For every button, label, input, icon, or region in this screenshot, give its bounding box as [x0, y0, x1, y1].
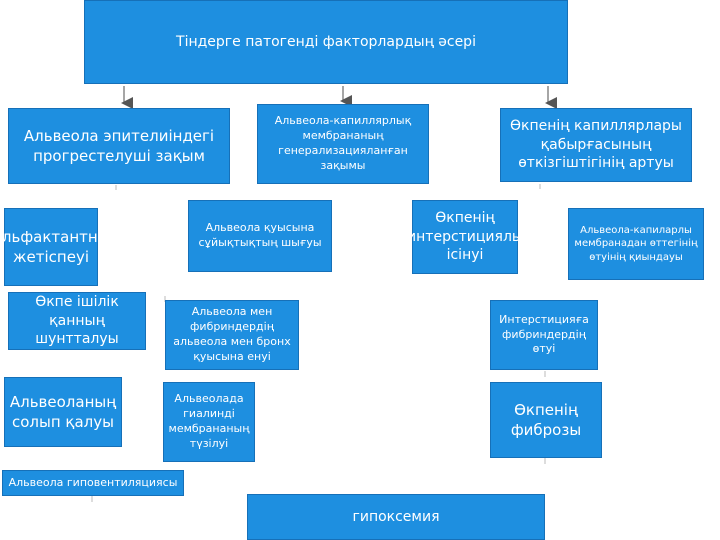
fibrin-enu-box: Альвеола мен фибриндердің альвеола мен б…: [165, 300, 299, 370]
suyyktyk-box: Альвеола қуысына сұйықтықтың шығуы: [188, 200, 332, 272]
title-box: Тіндерге патогенді факторлардың әсері: [84, 0, 568, 84]
alveola-epitel-box: Альвеола эпителиіндегі прогрестелуші зақ…: [8, 108, 230, 184]
fibroz-box: Өкпенің фиброзы: [490, 382, 602, 458]
membrana-zakym-box: Альвеола-капиллярлық мембрананың генерал…: [257, 104, 429, 184]
surfaktant-box: Сульфактантның жетіспеуі: [0, 208, 119, 286]
solyp-box: Альвеоланың солып қалуы: [4, 377, 122, 447]
kapillar-otkizgish-box: Өкпенің капиллярлары қабырғасының өткізг…: [500, 108, 692, 182]
interstic-fibrin-box: Интерстицияға фибриндердің өтуі: [490, 300, 598, 370]
shunt-box: Өкпе ішілік қанның шунтталуы: [8, 292, 146, 350]
page-title: Тіндерге патогенді факторлардың әсері: [176, 33, 476, 50]
gialin-box: Альвеолада гиалинді мембрананың түзілуі: [163, 382, 255, 462]
interstic-isinu-box: Өкпенің интерстициялы ісінуі: [407, 200, 523, 274]
gipovent-box: Альвеола гиповентиляциясы: [2, 470, 184, 496]
gipoksemia-box: гипоксемия: [247, 494, 545, 540]
fibrinogen-otu-box: Альвеола-капиларлы мембранадан өттегінің…: [568, 208, 704, 280]
